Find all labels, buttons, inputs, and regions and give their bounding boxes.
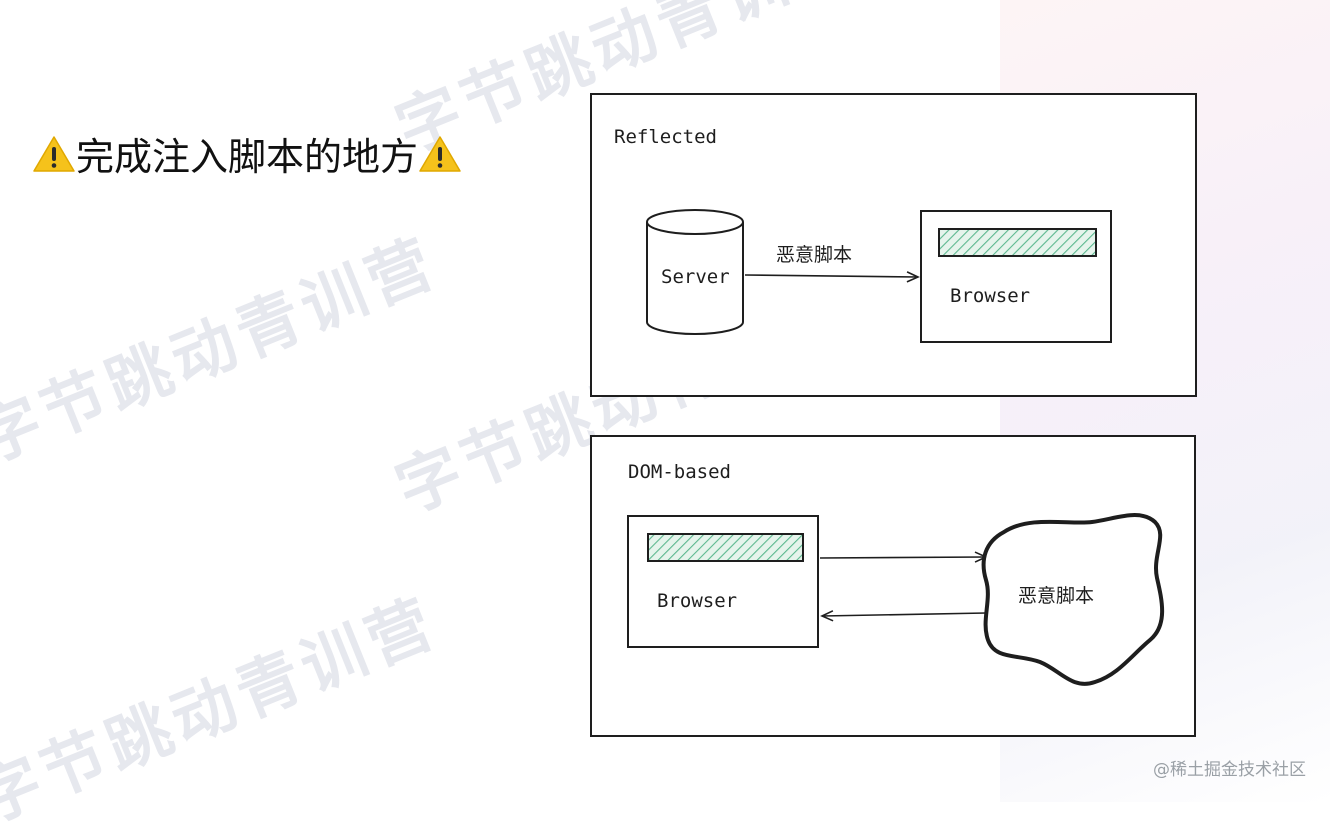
arrow-label: 恶意脚本 (776, 244, 853, 266)
server-label: Server (661, 266, 730, 288)
diagram-shapes (627, 209, 1165, 686)
cloud-label: 恶意脚本 (1018, 585, 1095, 607)
arrow-script-to-browser (820, 610, 987, 622)
footer-watermark: @稀土掘金技术社区 (1153, 760, 1306, 780)
address-bar-2 (647, 533, 804, 562)
dom-based-label: DOM-based (628, 461, 731, 483)
warning-icon (418, 134, 462, 174)
browser-label-1: Browser (950, 285, 1031, 307)
malicious-script-cloud (981, 513, 1165, 686)
server-cylinder (646, 209, 744, 335)
page-title: 完成注入脚本的地方 (32, 126, 462, 181)
browser-label-2: Browser (657, 590, 738, 612)
address-bar-1 (938, 228, 1097, 257)
arrow-server-to-browser (744, 271, 920, 283)
reflected-label: Reflected (614, 126, 717, 148)
warning-icon (32, 134, 76, 174)
arrow-browser-to-script (819, 551, 988, 563)
title-text: 完成注入脚本的地方 (76, 135, 419, 179)
